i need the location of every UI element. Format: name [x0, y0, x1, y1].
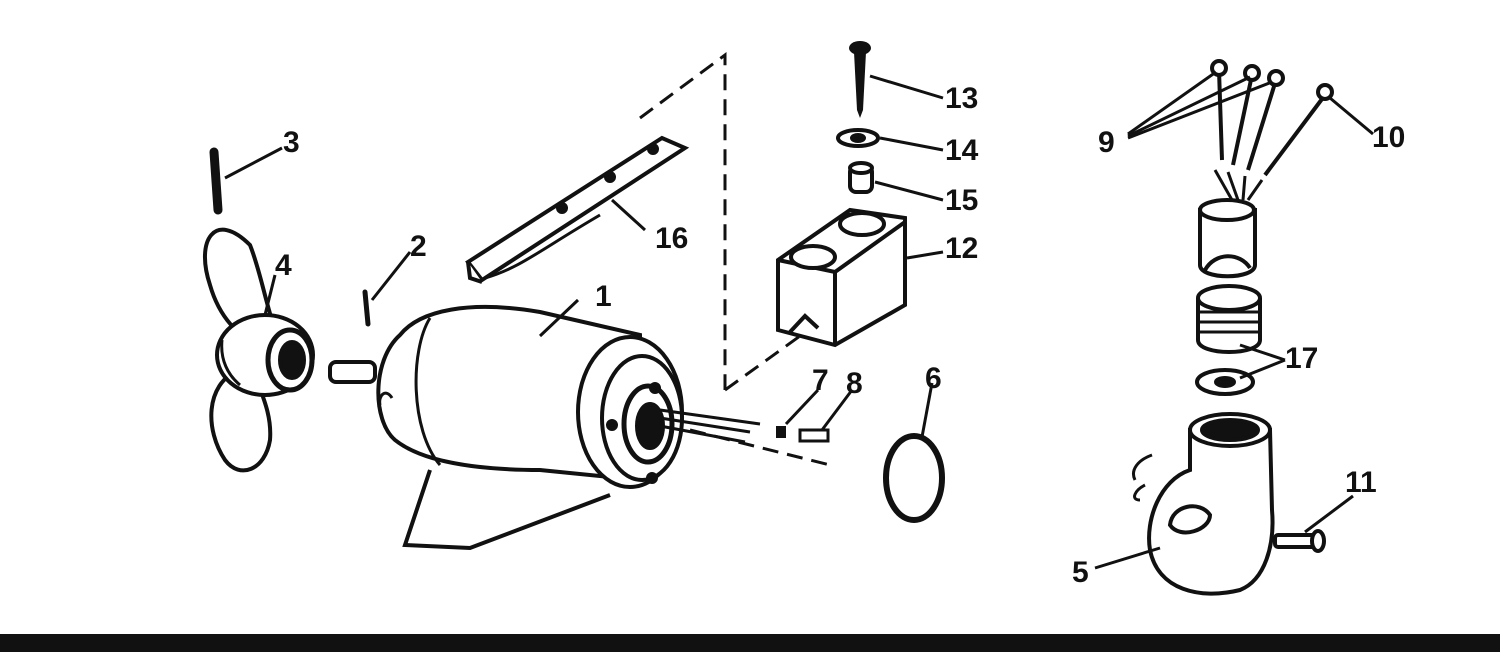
propeller-4 — [203, 227, 315, 473]
grommet-upper — [1198, 198, 1257, 279]
lower-housing-5 — [1132, 412, 1275, 596]
label-15: 15 — [945, 184, 978, 217]
label-11: 11 — [1345, 466, 1377, 499]
leader-lines — [224, 70, 1374, 570]
washer-14 — [836, 128, 880, 148]
label-3: 3 — [283, 126, 300, 159]
callout-labels: 1 2 3 4 5 6 7 8 9 10 11 12 13 14 15 16 1… — [275, 82, 1405, 589]
label-1: 1 — [595, 280, 612, 313]
label-14: 14 — [945, 134, 979, 167]
label-8: 8 — [846, 367, 863, 400]
motor-1 — [328, 304, 761, 551]
collar-17 — [1195, 284, 1262, 396]
part-7 — [776, 426, 786, 438]
pin-3 — [209, 147, 223, 215]
label-2: 2 — [410, 230, 427, 263]
label-10: 10 — [1372, 121, 1405, 154]
bottom-border-rule — [0, 634, 1500, 652]
o-ring-6 — [883, 433, 945, 523]
label-4: 4 — [275, 249, 292, 282]
label-16: 16 — [655, 222, 688, 255]
dashed-guide-lines — [639, 52, 831, 467]
bushing-15 — [848, 161, 874, 194]
wire-screws-9-10 — [1210, 59, 1334, 201]
screw-11 — [1273, 529, 1326, 553]
label-7: 7 — [812, 364, 829, 397]
part-8 — [798, 428, 830, 443]
bracket-16 — [465, 135, 690, 284]
pin-2 — [362, 289, 371, 327]
label-12: 12 — [945, 232, 978, 265]
label-13: 13 — [945, 82, 978, 115]
screw-13 — [849, 41, 871, 118]
block-12 — [776, 207, 907, 348]
label-5: 5 — [1072, 556, 1089, 589]
label-9: 9 — [1098, 126, 1115, 159]
label-17: 17 — [1285, 342, 1318, 375]
label-6: 6 — [925, 362, 942, 395]
